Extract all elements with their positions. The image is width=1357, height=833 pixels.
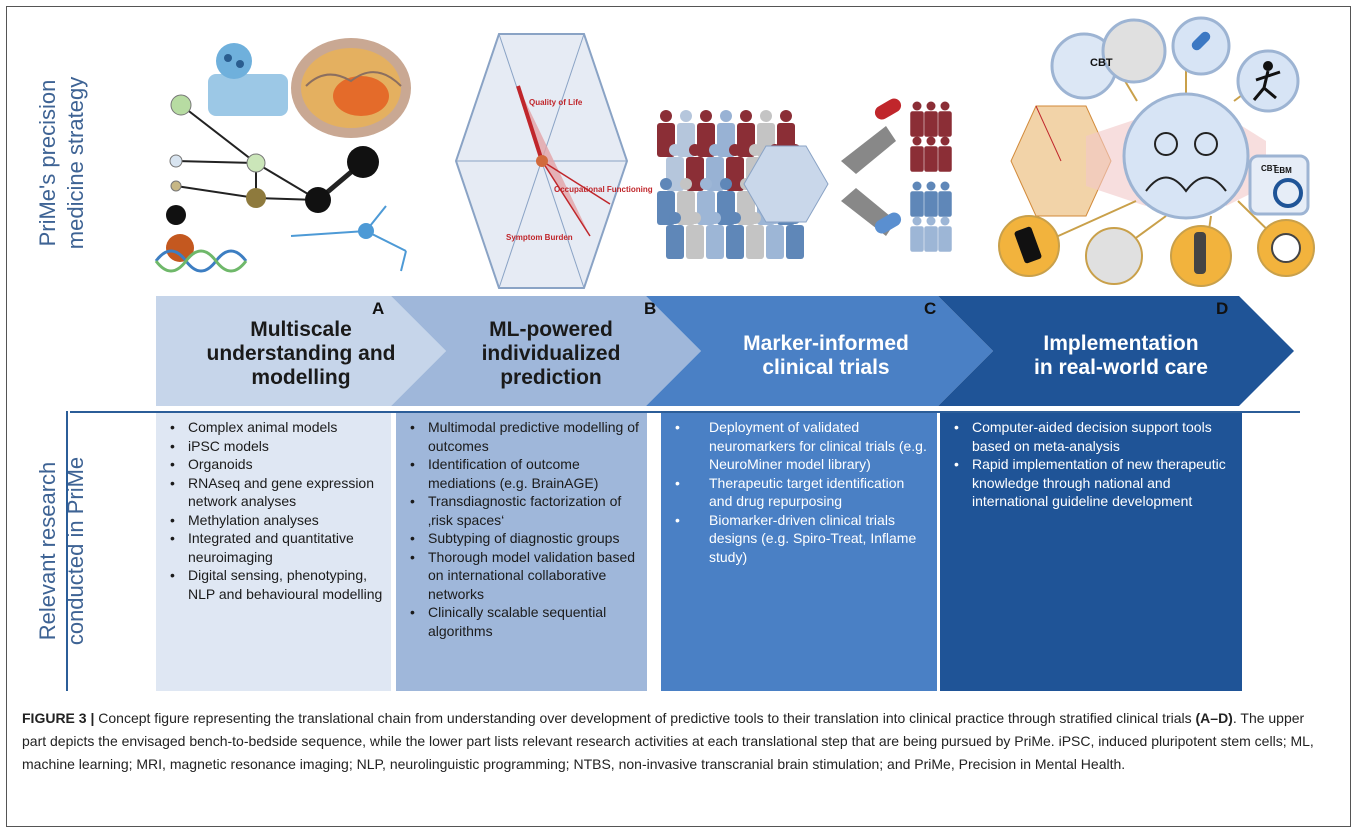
- person-icon: [938, 101, 952, 137]
- network-node: [305, 187, 331, 213]
- stage-letter-c: C: [924, 299, 937, 318]
- synapse-icon: [208, 74, 288, 116]
- person-icon: [706, 212, 724, 259]
- research-item: Biomarker-driven clinical trials designs…: [675, 511, 929, 567]
- figure: PriMe's precision medicine strategy Rele…: [6, 6, 1351, 696]
- caption-text: Concept figure representing the translat…: [94, 710, 1196, 726]
- stage-letter-b: B: [644, 299, 657, 318]
- cbt-label: CBT: [1090, 57, 1113, 69]
- hexagon-axis-quality: Quality of Life: [529, 98, 583, 107]
- psychotherapy-icon: [1101, 18, 1167, 84]
- network-node: [246, 188, 266, 208]
- research-item: RNAseq and gene expression network analy…: [170, 474, 383, 511]
- research-item: Subtyping of diagnostic groups: [410, 529, 639, 548]
- person-icon: [686, 212, 704, 259]
- research-box-a: Complex animal models iPSC models Organo…: [156, 413, 391, 691]
- research-item: iPSC models: [170, 437, 383, 456]
- research-box-b: Multimodal predictive modelling of outco…: [396, 413, 647, 691]
- network-node: [170, 94, 192, 116]
- person-icon: [746, 212, 764, 259]
- stage-letter-a: A: [372, 299, 385, 318]
- person-icon: [910, 216, 924, 252]
- care-hub: [998, 16, 1315, 287]
- stage-letter-d: D: [1216, 299, 1229, 318]
- chevron-stage-a: [156, 296, 446, 406]
- dna-icon: [154, 249, 248, 273]
- research-item: Methylation analyses: [170, 511, 383, 530]
- patient-stratification: [657, 98, 952, 259]
- pill-icon: [874, 98, 902, 120]
- stage-chevrons: [156, 296, 1294, 406]
- network-node: [246, 153, 266, 173]
- network-node: [347, 146, 379, 178]
- person-icon: [924, 101, 938, 137]
- person-icon: [910, 181, 924, 217]
- research-item: Transdiagnostic factorization of ‚risk s…: [410, 492, 639, 529]
- side-label-research: Relevant research conducted in PriMe: [35, 456, 88, 646]
- person-icon: [666, 212, 684, 259]
- network-node: [170, 180, 182, 192]
- person-icon: [726, 212, 744, 259]
- exercise-icon: [1236, 49, 1300, 113]
- research-item: Complex animal models: [170, 418, 383, 437]
- hexagon-axis-symptom: Symptom Burden: [506, 233, 573, 242]
- person-icon: [938, 181, 952, 217]
- person-icon: [924, 216, 938, 252]
- chevron-stage-c: [646, 296, 993, 406]
- research-item: Thorough model validation based on inter…: [410, 548, 639, 604]
- section-divider: [70, 411, 1300, 413]
- multiscale-illustration: [154, 38, 411, 273]
- caption-label: FIGURE 3 |: [22, 710, 95, 726]
- outcome-hexagon: [454, 33, 629, 289]
- research-item: Therapeutic target identification and dr…: [675, 474, 929, 511]
- person-icon: [910, 101, 924, 137]
- research-item: Rapid implementation of new therapeutic …: [954, 455, 1234, 511]
- research-item: Computer-aided decision support tools ba…: [954, 418, 1234, 455]
- touch-icon: [1085, 227, 1143, 285]
- clinician-icon: [1122, 92, 1250, 220]
- ebm-label: EBM: [1274, 166, 1292, 175]
- person-icon: [910, 136, 924, 172]
- figure-caption: FIGURE 3 | Concept figure representing t…: [22, 707, 1332, 776]
- section-divider-vertical: [66, 411, 68, 691]
- chevron-stage-d: [938, 296, 1294, 406]
- research-item: Identification of outcome mediations (e.…: [410, 455, 639, 492]
- research-item: Multimodal predictive modelling of outco…: [410, 418, 639, 455]
- pill-icon: [874, 212, 902, 234]
- neuron-icon: [290, 205, 407, 272]
- research-item: Integrated and quantitative neuroimaging: [170, 529, 383, 566]
- research-box-d: Computer-aided decision support tools ba…: [940, 413, 1242, 691]
- person-icon: [938, 216, 952, 252]
- chevron-stage-b: [391, 296, 701, 406]
- person-icon: [924, 181, 938, 217]
- research-item: Organoids: [170, 455, 383, 474]
- network-node: [166, 205, 186, 225]
- research-item: Digital sensing, phenotyping, NLP and be…: [170, 566, 383, 603]
- illustrations: Quality of Life Occupational Functioning…: [154, 16, 1315, 289]
- caption-panel-ref: (A–D): [1195, 710, 1233, 726]
- hexagon-axis-occupational: Occupational Functioning: [554, 185, 653, 194]
- person-icon: [938, 136, 952, 172]
- research-item: Clinically scalable sequential algorithm…: [410, 603, 639, 640]
- network-node: [169, 154, 183, 168]
- cbt-small-label: CBT: [1261, 164, 1278, 173]
- caption-text-continued: . The upper part depicts the envisaged b…: [22, 710, 1314, 772]
- network-node: [166, 234, 194, 262]
- research-box-c: Deployment of validated neuromarkers for…: [661, 413, 937, 691]
- research-item: Deployment of validated neuromarkers for…: [675, 418, 929, 474]
- person-icon: [924, 136, 938, 172]
